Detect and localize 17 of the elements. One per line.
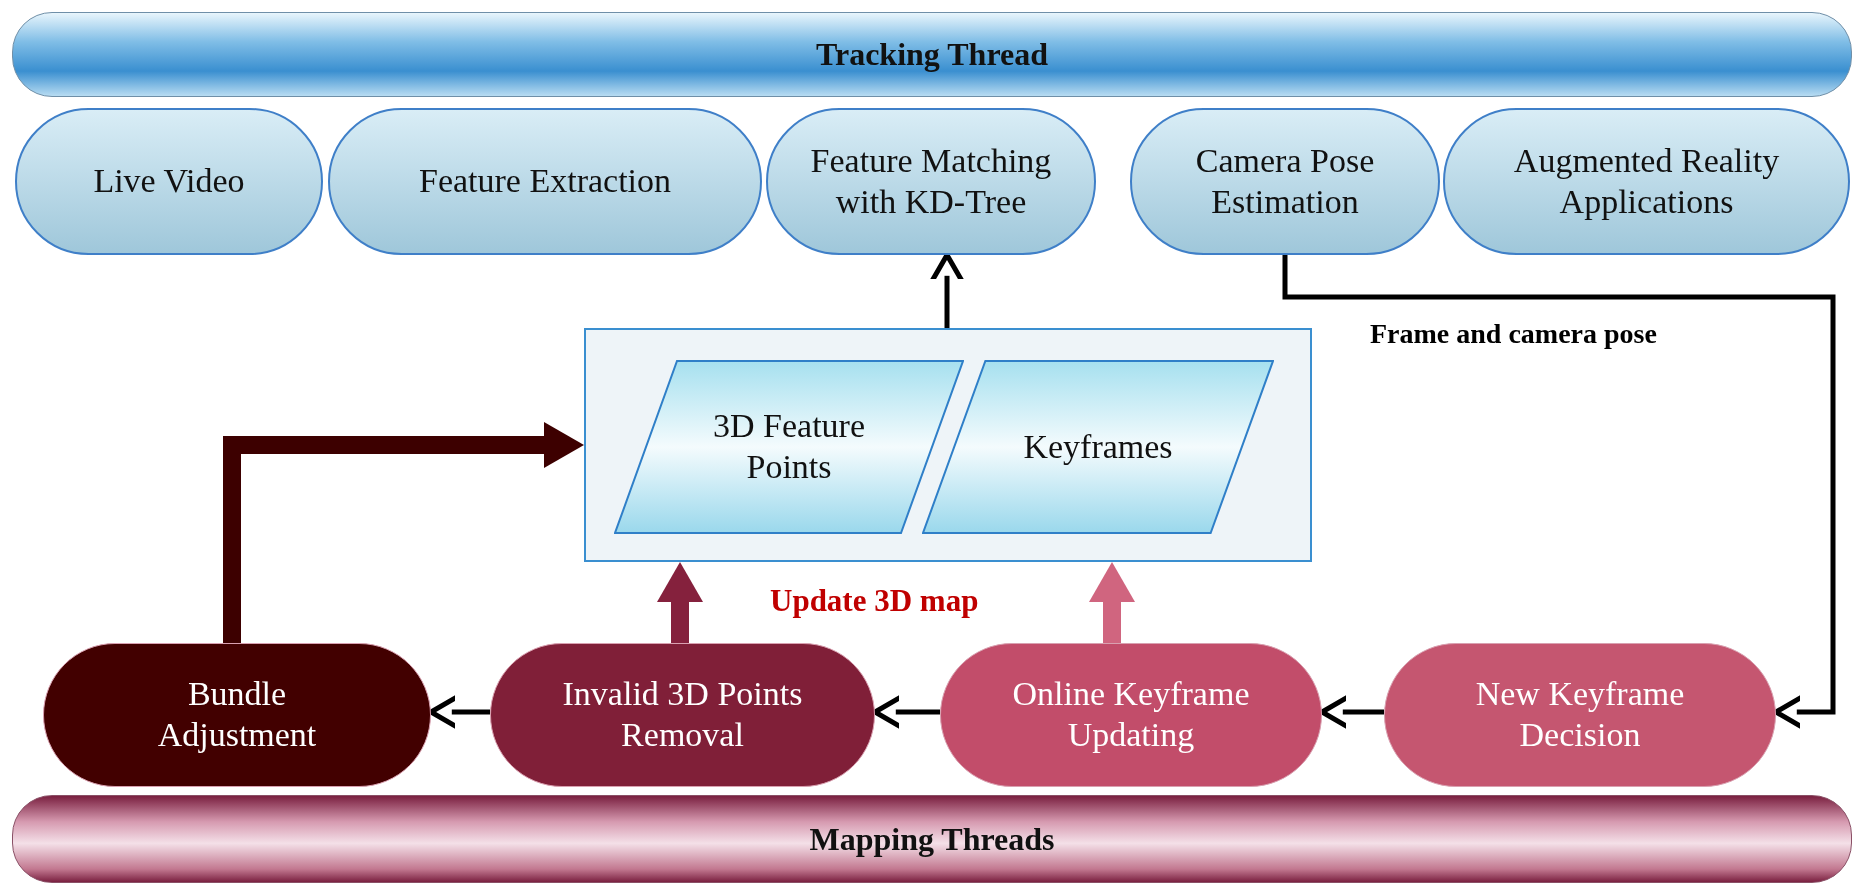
node-label: Live Video [92,161,246,202]
map-container-box [584,328,1312,562]
node-label: New Keyframe Decision [1474,674,1686,755]
annotation-text: Update 3D map [770,583,979,619]
data-parallelogram [922,360,1274,534]
node-label: Online Keyframe Updating [1011,674,1251,755]
node-label: Bundle Adjustment [156,674,318,755]
data-parallelogram [614,360,964,534]
node-label: Feature Matching with KD-Tree [809,140,1053,222]
thread-title: Tracking Thread [814,35,1049,74]
thread-title: Mapping Threads [808,819,1056,859]
node-label: 3D Feature Points [712,406,866,487]
node-label: Invalid 3D Points Removal [561,674,804,755]
node-label: Camera Pose Estimation [1194,140,1376,222]
node-label: Feature Extraction [417,161,673,202]
node-label: Augmented Reality Applications [1512,140,1781,222]
node-label: Keyframes [1022,426,1174,467]
